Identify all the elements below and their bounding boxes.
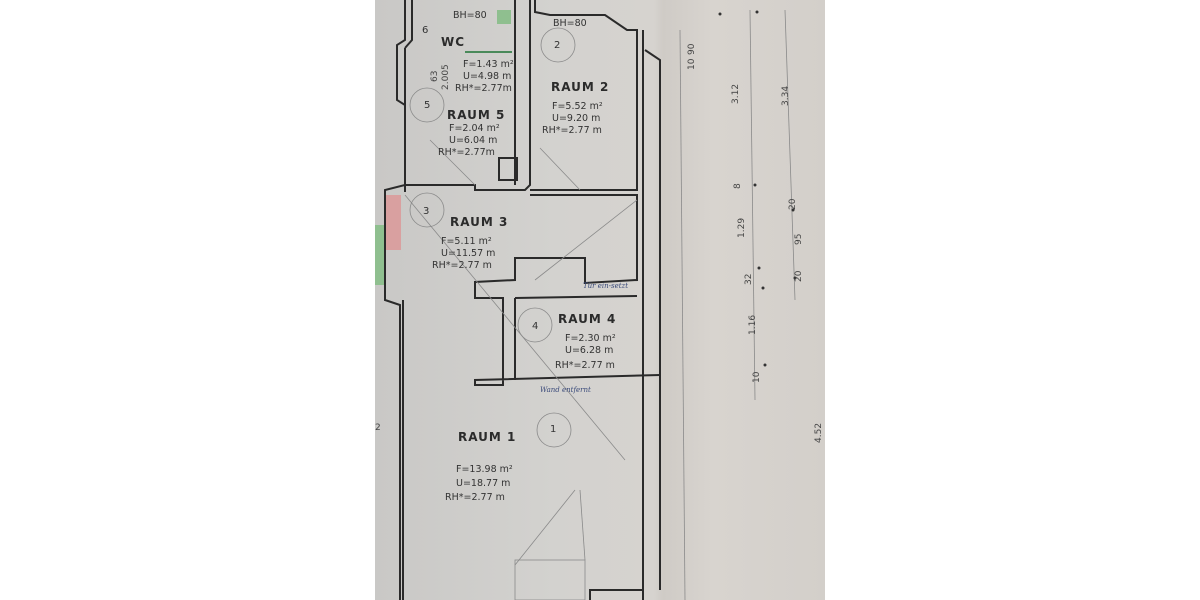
- handwritten-note: Wand entfernt: [540, 386, 591, 394]
- walls: [384, 0, 661, 600]
- guide-lines: [404, 29, 686, 600]
- room-perimeter: U=11.57 m: [441, 248, 495, 259]
- room-perimeter: U=9.20 m: [552, 113, 600, 124]
- dimension: 3.34: [781, 86, 791, 106]
- green-tile: [375, 225, 385, 285]
- dimension-chain: [718, 9, 797, 401]
- dimension: 8: [733, 183, 743, 189]
- room-area: F=5.52 m²: [552, 101, 603, 112]
- floor-plan: BH=80 6 WC 63 2.005 F=1.43 m² U=4.98 m R…: [375, 0, 824, 600]
- room-area: F=13.98 m²: [456, 464, 513, 475]
- room-name: RAUM 4: [558, 312, 616, 326]
- room-name: RAUM 2: [551, 80, 609, 94]
- room-perimeter: U=18.77 m: [456, 478, 510, 489]
- floor-plan-photo: BH=80 6 WC 63 2.005 F=1.43 m² U=4.98 m R…: [375, 0, 825, 600]
- room-area: F=2.30 m²: [565, 333, 616, 344]
- room-area: F=2.04 m²: [449, 123, 500, 134]
- room-name: RAUM 1: [458, 430, 516, 444]
- dimension: 10: [687, 58, 697, 70]
- pink-tile: [385, 195, 401, 250]
- dimension: 1.29: [737, 218, 747, 238]
- room-number: 1: [550, 424, 556, 435]
- room-area: F=1.43 m²: [463, 59, 514, 70]
- room-height: RH*=2.77 m: [542, 125, 602, 136]
- dimension: 20: [794, 270, 804, 282]
- room-area: F=5.11 m²: [441, 236, 492, 247]
- dimension: 32: [744, 274, 754, 285]
- room-number: 2: [554, 40, 560, 51]
- dimension: 63: [430, 71, 440, 82]
- room-perimeter: U=6.28 m: [565, 345, 613, 356]
- dimension: 20: [788, 198, 798, 210]
- wc-tile: [497, 10, 511, 24]
- room-number: 6: [422, 25, 428, 36]
- room-perimeter: U=4.98 m: [463, 71, 511, 82]
- room-height: RH*=2.77 m: [555, 360, 615, 371]
- room-number: 4: [532, 321, 538, 332]
- room-name: WC: [441, 35, 465, 49]
- dimension: 95: [794, 234, 804, 245]
- room-height: RH*=2.77m: [438, 147, 495, 158]
- room-markers: [409, 27, 576, 448]
- room-height: RH*=2.77 m: [432, 260, 492, 271]
- room-perimeter: U=6.04 m: [449, 135, 497, 146]
- handwritten-note: Tür ein-setzt: [583, 282, 628, 290]
- dimension: 4.52: [814, 423, 824, 443]
- dimension: 2: [375, 423, 381, 433]
- room-name: RAUM 3: [450, 215, 508, 229]
- room-name: RAUM 5: [447, 108, 505, 122]
- raum2-bh: BH=80: [553, 18, 587, 29]
- dimension: 2.005: [441, 64, 451, 90]
- room-number: 3: [423, 206, 429, 217]
- dimension: 3.12: [731, 84, 741, 104]
- dimension: 1.16: [748, 315, 758, 335]
- wc-bh: BH=80: [453, 10, 487, 21]
- dimension: 10: [752, 371, 762, 383]
- dimension: 90: [687, 43, 697, 55]
- room-height: RH*=2.77 m: [445, 492, 505, 503]
- room-height: RH*=2.77m: [455, 83, 512, 94]
- room-number: 5: [424, 100, 430, 111]
